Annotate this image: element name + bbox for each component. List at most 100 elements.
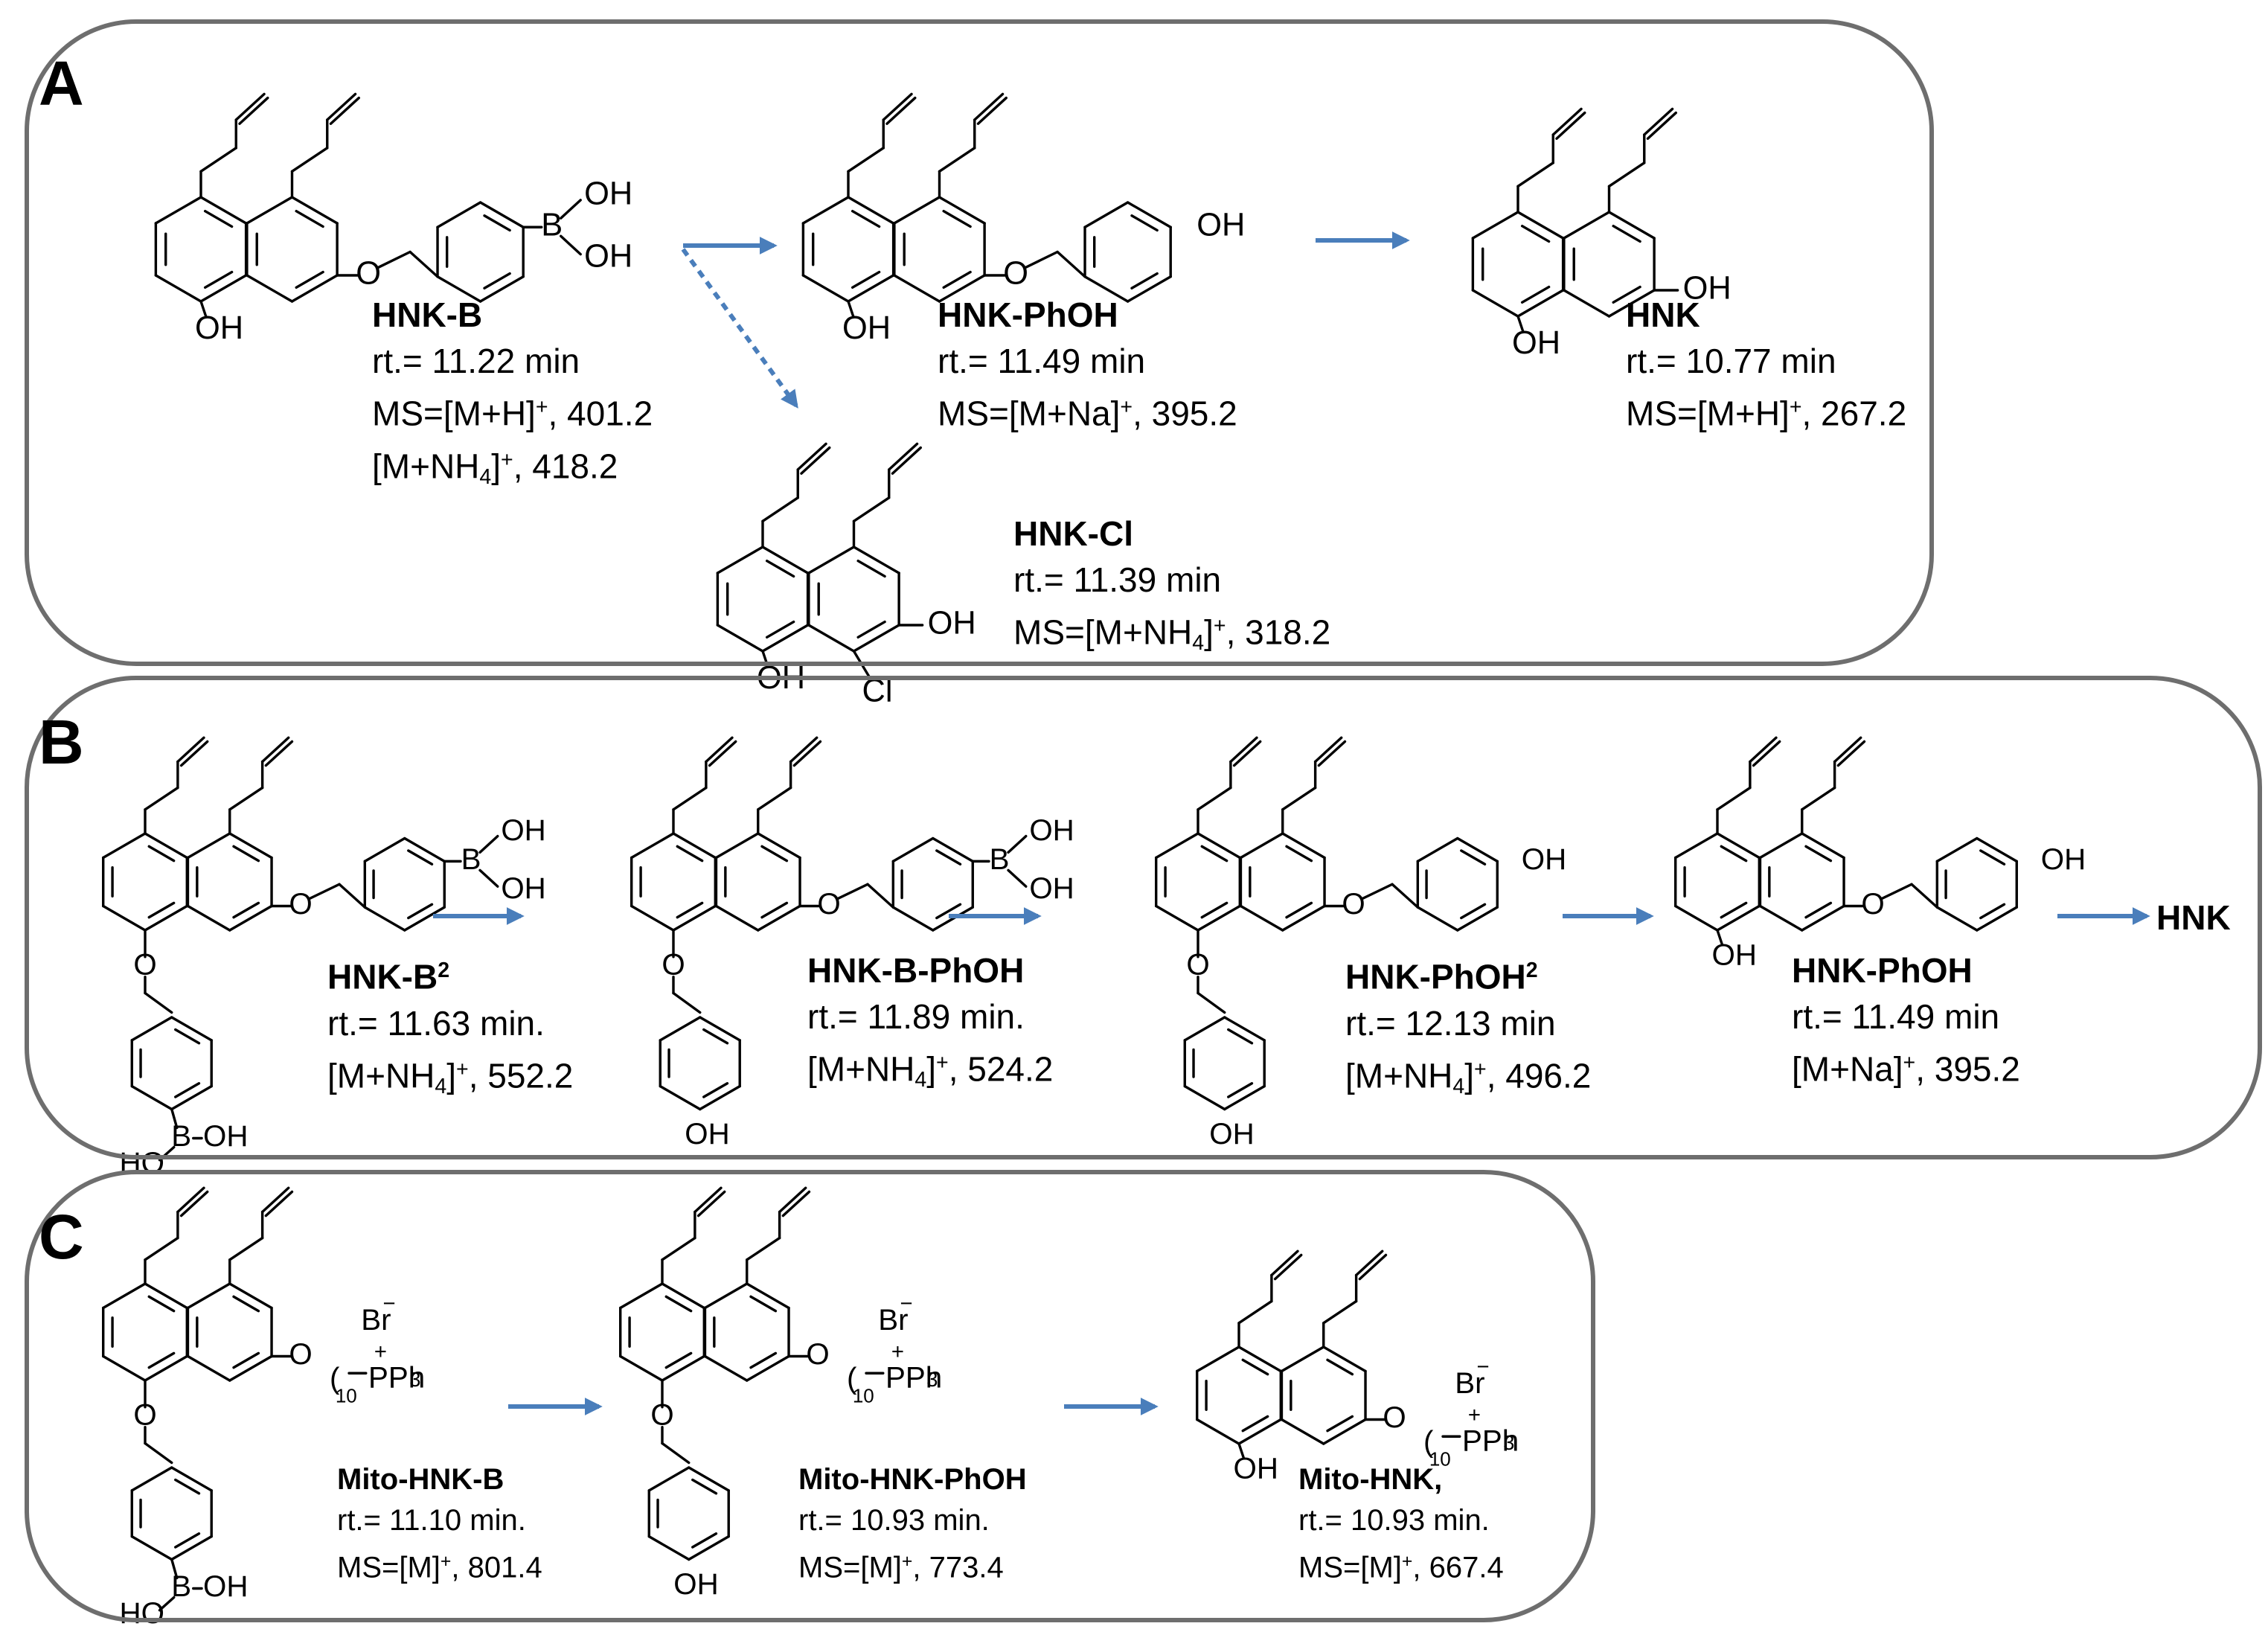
allyl-right [290,92,360,199]
allyl-right [757,736,822,835]
bond [130,1084,173,1111]
retention-time: rt.= 11.49 min [1792,997,2000,1036]
bond [807,545,856,575]
bond [1126,275,1172,303]
bond [246,274,294,303]
compound-info-hnk-phoh: HNK-PhOH rt.= 11.49 min MS=[M+Na]+, 395.… [938,292,1237,437]
subscript-3: 3 [926,1368,938,1391]
compound-info-hnk-b: HNK-B rt.= 11.22 min MS=[M+H]+, 401.2 [M… [372,292,653,499]
bond [746,1354,790,1382]
oxygen-atom: O [1861,887,1884,921]
bond [1056,250,1086,278]
bond [329,96,360,125]
bond [478,834,499,854]
subscript-3: 3 [1503,1431,1514,1454]
retention-time: rt.= 10.93 min. [1298,1504,1490,1537]
mass-spec: MS=[M]+, 773.4 [798,1551,1004,1584]
bond [407,849,434,865]
retention-time: rt.= 11.49 min [938,342,1146,380]
mass-spec: [M+NH4]+, 552.2 [327,1056,574,1098]
bond [1752,740,1781,767]
allyl-left [199,92,269,199]
bond [1555,111,1586,140]
bond [976,96,1008,125]
bond [891,836,935,863]
bond [850,209,881,228]
bond [619,1354,664,1382]
bond [1197,832,1241,860]
bond [1183,1016,1226,1042]
bond [1416,836,1459,863]
bond [199,300,208,319]
bond [228,1354,273,1382]
bond [1716,786,1752,811]
bond [403,836,446,863]
bond [891,906,935,932]
compound-name: HNK-PhOH2 [1345,957,1538,996]
bond [1563,211,1611,240]
bromide-label: Br [361,1303,391,1337]
bond [1229,736,1258,764]
bond [363,836,406,863]
hydroxyl-label: OH [584,176,632,212]
bond [847,196,895,225]
bond [647,1466,691,1492]
bond [1358,1253,1388,1281]
hydroxyl-label: OH [1683,270,1732,306]
bond [478,275,525,303]
bond [664,1351,693,1369]
bond [661,1236,696,1261]
mass-spec: MS=[M]+, 801.4 [337,1551,542,1584]
bond [144,1441,173,1465]
hydroxyl-label: OH [203,1119,248,1153]
minus-charge: − [900,1292,913,1316]
bond [760,901,789,919]
hydroxyl-label: OH [1512,325,1560,361]
hydroxyl-label: OH [195,310,243,346]
end-product-hnk: HNK [2156,898,2231,937]
bond [176,1186,205,1214]
allyl-left [1197,736,1262,835]
bond [290,274,339,303]
allyl-left [144,736,209,835]
bond [290,196,339,225]
bond [691,1532,718,1549]
bond [1801,786,1836,811]
bond [1471,211,1519,240]
mass-spec: [M+Na]+, 395.2 [1792,1049,2020,1089]
bond [850,270,881,289]
compound-name: HNK-B2 [327,957,450,996]
bond [760,845,789,863]
bond [1716,904,1761,932]
bond [130,1535,173,1561]
bond [856,559,886,578]
bond [158,1596,176,1612]
bond [1155,904,1199,932]
panel-c-letter: C [39,1202,84,1272]
bond [847,147,885,173]
bond [1563,289,1611,318]
bond [1416,906,1459,932]
bond [1322,1418,1367,1445]
bond [1643,107,1674,136]
mass-spec: MS=[M+H]+, 401.2 [372,394,653,433]
bond [228,832,273,860]
compound-name: Mito-HNK-PhOH [798,1463,1027,1496]
bond [676,901,704,919]
bond [170,1466,213,1492]
bond [630,904,675,932]
bond [1130,214,1159,232]
bond [144,904,188,932]
bond [714,832,760,860]
bond [1322,1345,1367,1373]
molecule-hnk: OH OH [1471,107,1732,361]
bond [1758,904,1804,932]
retention-time: rt.= 10.77 min [1626,342,1836,380]
bond [1237,1418,1282,1445]
bond [699,1016,741,1042]
hydroxyl-label: OH [1209,1117,1254,1151]
mass-spec-2: [M+NH4]+, 418.2 [372,447,618,489]
hydroxyl-label: OH [501,813,545,847]
